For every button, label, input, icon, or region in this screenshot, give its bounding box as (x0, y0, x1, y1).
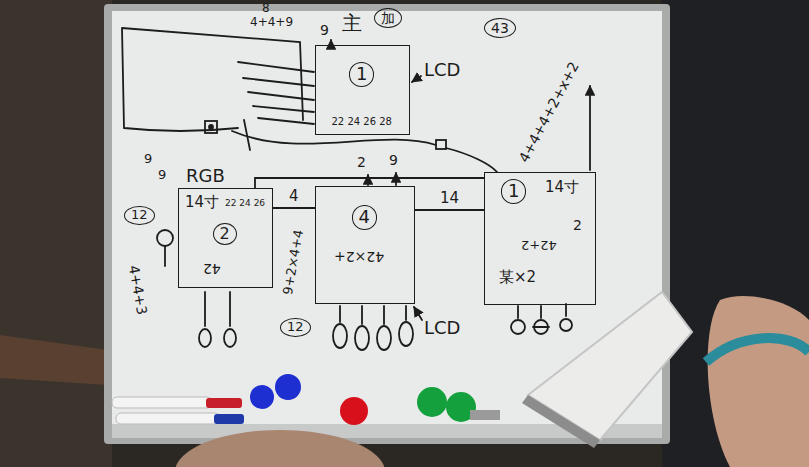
note-label: 4+4+3 (126, 264, 151, 316)
note-label: 9 (158, 168, 166, 183)
speaker-circle (224, 329, 236, 347)
cable-adapter (436, 140, 446, 149)
note-label: 9 (320, 22, 329, 38)
note-label: 2 (357, 154, 366, 170)
eraser-side (522, 395, 600, 448)
screen-outline (122, 28, 303, 131)
edge-label: 4 (287, 188, 301, 205)
projection-rays (238, 62, 314, 124)
marker-cap (214, 414, 244, 424)
knee (175, 430, 385, 467)
speaker-circle (511, 320, 525, 334)
speaker-mark (533, 326, 549, 328)
magnet (275, 374, 301, 400)
pointer-arrow (414, 307, 422, 320)
note-label: LCD (424, 60, 460, 81)
box-label: 14寸 (545, 179, 579, 196)
lollipop-stick (164, 246, 166, 266)
magnet (340, 397, 368, 425)
box-label: 某×2 (499, 269, 536, 286)
floor-left (0, 0, 112, 467)
note-label: RGB (186, 166, 225, 187)
callout-number: 12 (124, 206, 155, 225)
speaker-circle (560, 319, 572, 331)
cable-line (232, 131, 497, 172)
device-box: 4 42×2+ (315, 186, 415, 304)
up-arrow (395, 173, 397, 185)
lollipop-head (157, 230, 173, 246)
callout-number: 4 (352, 205, 377, 230)
speaker-circle (377, 326, 391, 350)
box-label: 42+2 (521, 237, 557, 252)
marker-cap (206, 398, 242, 408)
note-label: 4+4+4+2+x+2 (515, 59, 582, 165)
wood-stick (0, 335, 108, 385)
box-label: 14寸 (185, 194, 219, 211)
magnet-strip (470, 410, 500, 420)
box-label: 22 24 26 28 (332, 116, 392, 128)
sandal-strap (706, 338, 809, 362)
callout-number: 12 (280, 318, 311, 337)
note-label: 9+2×4+4 (281, 228, 307, 295)
device-box: 1 22 24 26 28 (315, 45, 410, 135)
note-label: 主 (342, 12, 362, 35)
box-label: 42 (203, 261, 221, 277)
speaker-circle (534, 320, 548, 334)
up-arrow (367, 175, 369, 185)
magnet (250, 385, 274, 409)
speaker-circle (355, 326, 369, 350)
ink-drawing (122, 28, 590, 350)
connector-line (415, 209, 484, 211)
edge-label: 14 (438, 190, 461, 207)
speaker-circle (199, 329, 211, 347)
callout-number: 2 (213, 223, 237, 245)
up-arrow (330, 40, 332, 44)
marker-body (116, 413, 220, 424)
marker-body (112, 397, 212, 408)
projector-dot (209, 125, 213, 129)
callout-number: 加 (374, 8, 402, 28)
leg-lines (340, 306, 406, 324)
projector-symbol (205, 121, 217, 133)
note-label: 4+4+9 (250, 16, 293, 30)
note-label: 9 (389, 152, 398, 168)
callout-number: 43 (484, 18, 516, 38)
speaker-circle (333, 324, 347, 348)
leg-lines (205, 292, 230, 326)
note-label: LCD (424, 318, 460, 339)
device-box: 14寸 22 24 26 2 42 (178, 188, 273, 288)
speaker-circle (399, 322, 413, 346)
up-arrow (589, 86, 591, 170)
fabric-right (662, 0, 809, 467)
callout-number: 1 (349, 62, 374, 87)
foot (708, 296, 809, 467)
box-label: 2 (573, 217, 582, 233)
box-label: 42×2+ (334, 249, 384, 265)
callout-number: 1 (501, 179, 526, 204)
device-box: 14寸 1 2 42+2 某×2 (484, 172, 596, 305)
pointer-arrow (412, 76, 421, 82)
note-label: 8 (262, 2, 270, 16)
connector-line (273, 207, 315, 209)
box-label: 22 24 26 (225, 198, 265, 208)
magnet (417, 387, 447, 417)
note-label: 9 (144, 152, 152, 167)
leg-lines (518, 304, 566, 318)
